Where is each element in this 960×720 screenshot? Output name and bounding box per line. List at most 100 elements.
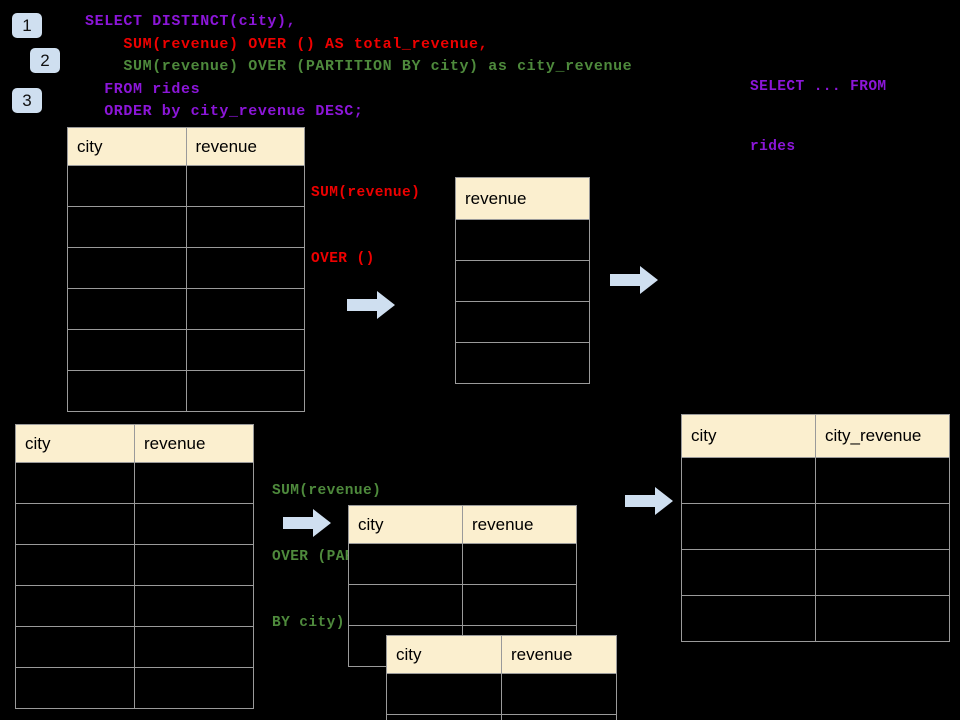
table-row (67, 165, 305, 207)
table-row (348, 543, 577, 585)
column-header-revenue: revenue (455, 177, 590, 220)
cell-city (681, 503, 816, 550)
table-row (455, 301, 590, 343)
city-revenue-result-table: city city_revenue (681, 414, 950, 642)
cell-city (348, 584, 463, 626)
table-row (67, 370, 305, 412)
cell-revenue (185, 370, 305, 412)
table-row (67, 329, 305, 371)
cell-city (681, 549, 816, 596)
column-header-revenue: revenue (501, 635, 617, 674)
cell-revenue (134, 544, 254, 586)
sql-line-select-distinct: SELECT DISTINCT(city), (85, 13, 297, 30)
table-row (681, 457, 950, 504)
cell-revenue (134, 503, 254, 545)
sql-line-sum-over-partition: SUM(revenue) OVER (PARTITION BY city) as… (85, 58, 633, 75)
annotation-sum-over-empty-line1: SUM(revenue) (311, 185, 421, 201)
partition-table-b: city revenue (386, 635, 617, 720)
column-header-revenue: revenue (185, 127, 305, 166)
table-row (67, 206, 305, 248)
cell-city (67, 206, 187, 248)
table-header-row: revenue (455, 177, 590, 220)
cell-city-revenue (815, 503, 950, 550)
sql-line-sum-over-empty: SUM(revenue) OVER () AS total_revenue, (85, 36, 489, 53)
arrow-total-revenue-to-result (610, 266, 658, 294)
table-header-row: city revenue (15, 424, 254, 463)
table-row (681, 549, 950, 596)
cell-revenue (134, 667, 254, 709)
table-row (15, 626, 254, 668)
table-row (681, 503, 950, 550)
table-row (455, 219, 590, 261)
cell-revenue (185, 165, 305, 207)
table-row (386, 714, 617, 720)
table-header-row: city revenue (67, 127, 305, 166)
cell-city (15, 626, 135, 668)
table-row (15, 585, 254, 627)
cell-revenue (462, 584, 577, 626)
step-badge-3: 3 (12, 88, 42, 113)
cell-city (15, 667, 135, 709)
cell-revenue (501, 673, 617, 715)
annotation-select-from-line1: SELECT ... FROM (750, 79, 887, 95)
column-header-city-revenue: city_revenue (815, 414, 950, 458)
cell-city (67, 247, 187, 289)
arrow-rides-to-total-revenue (347, 291, 395, 319)
arrow-rides-to-partition (283, 509, 331, 537)
cell-revenue (455, 342, 590, 384)
column-header-city: city (348, 505, 463, 544)
cell-city (348, 543, 463, 585)
cell-revenue (134, 585, 254, 627)
cell-city (15, 585, 135, 627)
column-header-revenue: revenue (134, 424, 254, 463)
cell-city-revenue (815, 457, 950, 504)
cell-revenue (501, 714, 617, 720)
cell-city (15, 544, 135, 586)
rides-source-table-bottom: city revenue (15, 424, 254, 709)
cell-revenue (134, 626, 254, 668)
table-row (455, 260, 590, 302)
table-row (67, 288, 305, 330)
table-header-row: city city_revenue (681, 414, 950, 458)
table-row (67, 247, 305, 289)
cell-city (67, 329, 187, 371)
step-badge-2: 2 (30, 48, 60, 73)
cell-revenue (455, 219, 590, 261)
table-row (15, 462, 254, 504)
table-row (15, 544, 254, 586)
cell-city-revenue (815, 549, 950, 596)
column-header-city: city (681, 414, 816, 458)
cell-revenue (455, 301, 590, 343)
annotation-sum-over-partition-line1: SUM(revenue) (272, 483, 382, 499)
cell-revenue (462, 543, 577, 585)
cell-city (681, 595, 816, 642)
table-row (348, 584, 577, 626)
cell-city (386, 714, 502, 720)
cell-revenue (185, 206, 305, 248)
cell-city-revenue (815, 595, 950, 642)
table-row (681, 595, 950, 642)
annotation-sum-over-partition-line3: BY city) (272, 615, 345, 631)
arrow-partition-to-result (625, 487, 673, 515)
table-header-row: city revenue (386, 635, 617, 674)
cell-city (67, 370, 187, 412)
annotation-select-from: SELECT ... FROM rides (750, 37, 887, 197)
annotation-sum-over-empty-line2: OVER () (311, 251, 375, 267)
cell-city (15, 503, 135, 545)
table-row (455, 342, 590, 384)
cell-city (681, 457, 816, 504)
cell-city (386, 673, 502, 715)
annotation-select-from-line2: rides (750, 139, 796, 155)
table-row (386, 673, 617, 715)
step-badge-1: 1 (12, 13, 42, 38)
table-header-row: city revenue (348, 505, 577, 544)
column-header-city: city (15, 424, 135, 463)
sql-line-order-by: ORDER by city_revenue DESC; (85, 103, 364, 120)
annotation-sum-over-empty: SUM(revenue) OVER () (311, 138, 420, 314)
cell-city (67, 288, 187, 330)
column-header-revenue: revenue (462, 505, 577, 544)
table-row (15, 503, 254, 545)
column-header-city: city (67, 127, 187, 166)
total-revenue-table: revenue (455, 177, 590, 384)
